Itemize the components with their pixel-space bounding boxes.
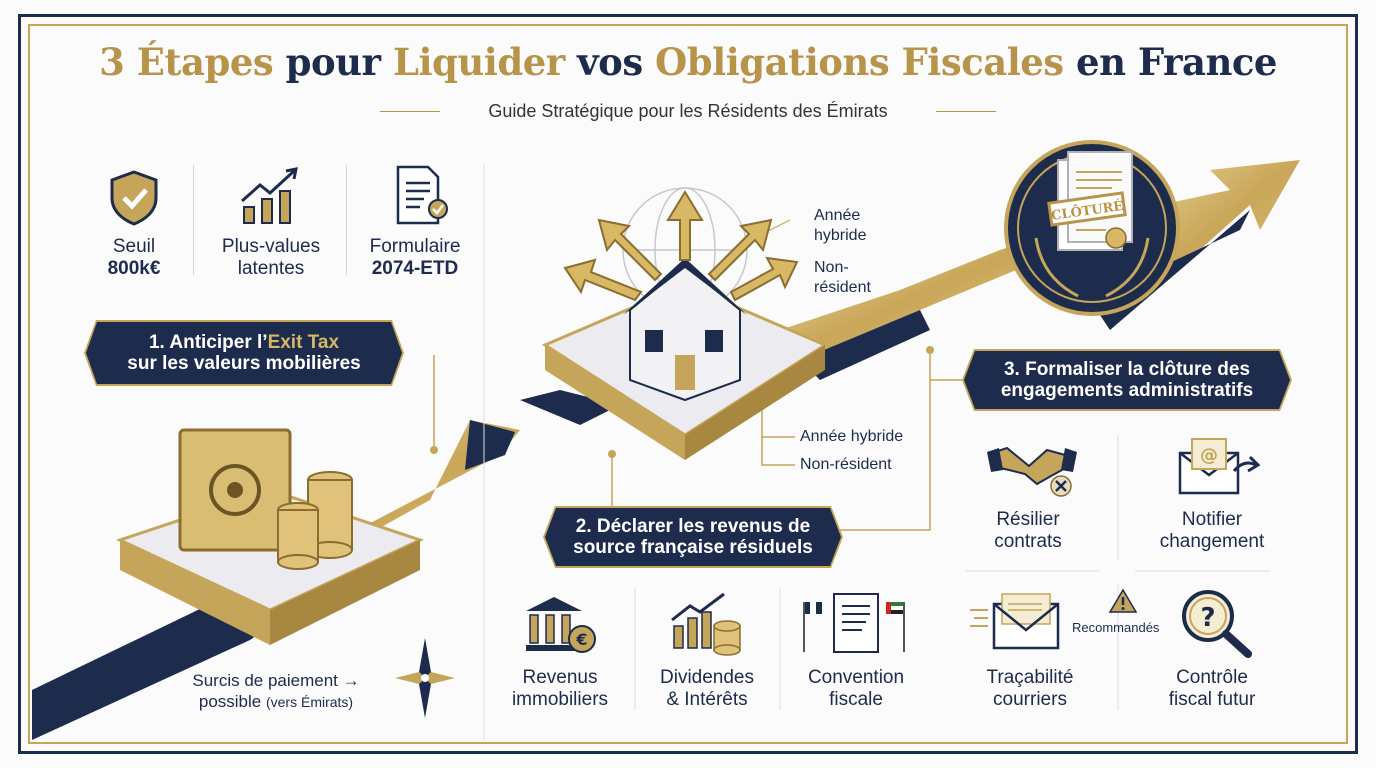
house-label-bottom-nonresident: Non-résident [800,456,892,473]
growth-chart-icon [240,165,304,225]
treaty-scroll-icon [802,590,908,660]
coins-icon [277,471,353,570]
subtitle-line-left [380,111,440,112]
arrow-band-gold-2 [780,240,1040,360]
subtitle-line-right [936,111,996,112]
svg-text:€: € [575,630,587,649]
separator [193,165,194,275]
arrow-band-navy-3 [800,310,930,380]
magnifier-question-icon: ? [1180,588,1254,658]
house-label-bottom-hybrid: Année hybride [800,428,904,445]
handshake-cancel-icon [985,440,1079,498]
arrow-head-1 [465,420,515,470]
page-subtitle: Guide Stratégique pour les Résidents des… [488,101,888,121]
house-platform-illustration [535,180,829,470]
bank-euro-icon: € [522,595,598,655]
document-check-icon [392,165,452,227]
recommended-label: Recommandés [1072,620,1160,635]
compass-icon [395,638,455,718]
safe-platform-illustration [110,420,430,650]
coins-chart-icon [668,590,748,656]
inner-frame [28,24,1348,744]
warning-icon [1108,588,1138,614]
house-label-top-nonresident: Non-résident [814,259,871,296]
svg-text:?: ? [1200,603,1215,633]
shield-check-icon [104,168,164,228]
step2-item-dividends: Dividendes& Intérêts [660,667,754,710]
arrows-outward-icon [563,190,799,302]
outer-frame [18,14,1358,754]
page-title: 3 Étapes pour Liquider vos Obligations F… [99,40,1277,84]
envelope-icon [970,590,1062,652]
closed-seal-emblem: CLÔTURÉ [1002,138,1182,318]
separator [346,165,347,275]
step1-note: Surcis de paiement → possible (vers Émir… [192,671,360,711]
email-forward-icon: @ [1176,435,1262,497]
svg-text:@: @ [1200,445,1218,466]
